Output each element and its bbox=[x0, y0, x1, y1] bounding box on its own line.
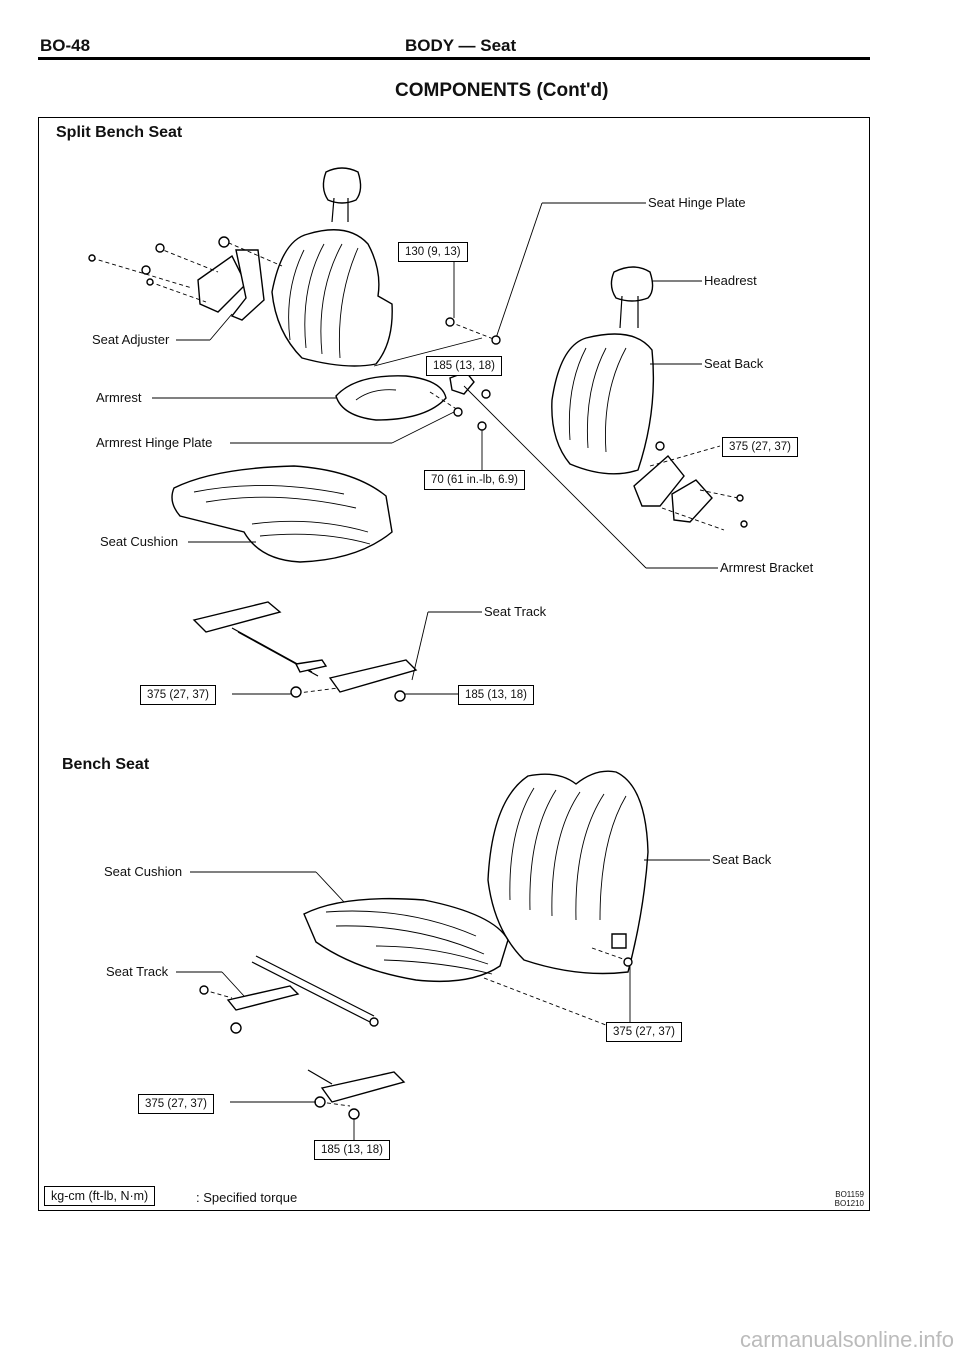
label-seat-adjuster: Seat Adjuster bbox=[92, 332, 170, 347]
torque-box-185-track: 185 (13, 18) bbox=[458, 685, 535, 705]
torque-box-130: 130 (9, 13) bbox=[398, 242, 468, 262]
label-seat-back: Seat Back bbox=[704, 356, 764, 371]
bench-seat-back-drawing bbox=[487, 770, 649, 975]
legend-text: : Specified torque bbox=[196, 1190, 298, 1205]
split-bench-heading: Split Bench Seat bbox=[56, 124, 183, 141]
page-code: BO-48 bbox=[40, 36, 91, 55]
label-headrest: Headrest bbox=[704, 273, 757, 288]
figure-number-1: BO1159 bbox=[835, 1190, 864, 1199]
torque-box-375-track: 375 (27, 37) bbox=[140, 685, 217, 705]
label-bench-seat-track: Seat Track bbox=[106, 964, 169, 979]
page-title: COMPONENTS (Cont'd) bbox=[395, 80, 609, 101]
torque-box-bench-375-right: 375 (27, 37) bbox=[606, 1022, 683, 1042]
seat-cushion-left-drawing bbox=[171, 465, 393, 563]
torque-box-bench-375-left: 375 (27, 37) bbox=[138, 1094, 215, 1114]
figure-frame bbox=[38, 117, 870, 1211]
label-bench-seat-back: Seat Back bbox=[712, 852, 772, 867]
headrest-left-drawing bbox=[322, 167, 362, 223]
watermark: carmanualsonline.info bbox=[739, 1327, 954, 1352]
label-bench-seat-cushion: Seat Cushion bbox=[104, 864, 183, 879]
figure-numbers: BO1159 BO1210 bbox=[812, 1190, 864, 1208]
bench-seat-cushion-drawing bbox=[303, 897, 509, 983]
torque-box-70: 70 (61 in.-lb, 6.9) bbox=[424, 470, 525, 490]
seat-back-right-drawing bbox=[551, 333, 655, 475]
torque-box-185-upper: 185 (13, 18) bbox=[426, 356, 503, 376]
label-armrest: Armrest bbox=[96, 390, 142, 405]
figure-number-2: BO1210 bbox=[834, 1199, 864, 1208]
label-armrest-bracket: Armrest Bracket bbox=[720, 560, 814, 575]
seat-adjuster-drawing bbox=[88, 236, 283, 321]
torque-box-375-right: 375 (27, 37) bbox=[722, 437, 799, 457]
label-armrest-hinge-plate: Armrest Hinge Plate bbox=[96, 435, 213, 450]
bench-heading: Bench Seat bbox=[62, 756, 150, 773]
headrest-right-drawing bbox=[610, 266, 654, 329]
armrest-drawing bbox=[335, 375, 447, 421]
seat-hinge-right-drawing bbox=[633, 441, 748, 531]
bench-seat-track-drawing bbox=[199, 955, 406, 1140]
legend-unit-box: kg-cm (ft-lb, N·m) bbox=[44, 1186, 156, 1206]
label-seat-cushion: Seat Cushion bbox=[100, 534, 179, 549]
seat-back-left-drawing bbox=[271, 229, 393, 367]
label-seat-track: Seat Track bbox=[484, 604, 547, 619]
label-seat-hinge-plate: Seat Hinge Plate bbox=[648, 195, 746, 210]
header-rule bbox=[38, 57, 870, 60]
section-title: BODY — Seat bbox=[405, 36, 517, 55]
torque-box-bench-185: 185 (13, 18) bbox=[314, 1140, 391, 1160]
seat-track-split-drawing bbox=[192, 601, 418, 702]
